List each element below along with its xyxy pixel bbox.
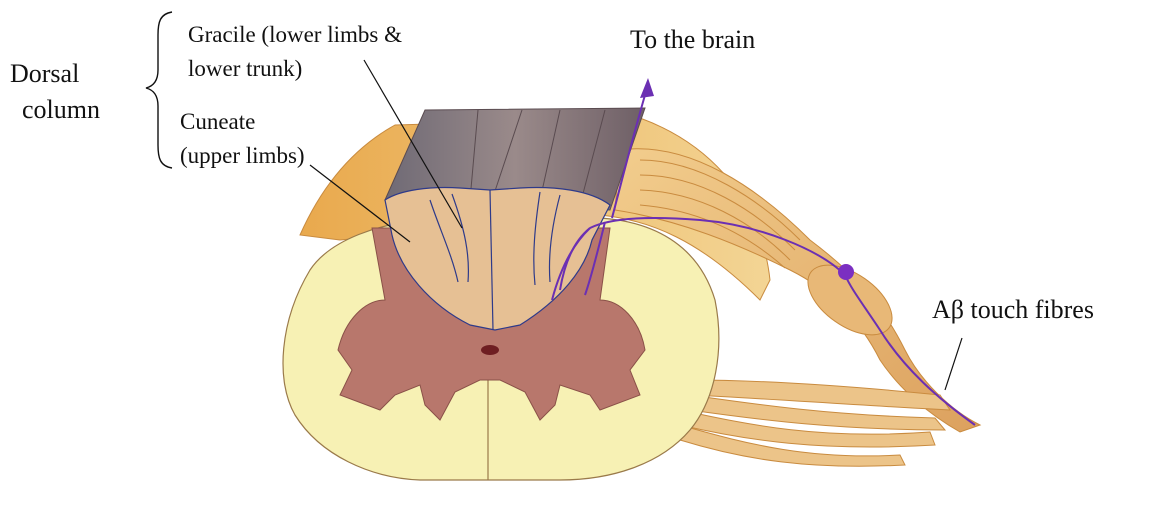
root-fibre-lines bbox=[639, 159, 801, 269]
gracile-label-line2: lower trunk) bbox=[188, 56, 302, 81]
arrow-head-icon bbox=[640, 78, 654, 98]
dorsal-column-brace bbox=[145, 11, 173, 169]
central-canal bbox=[481, 345, 499, 355]
to-the-brain-label: To the brain bbox=[630, 25, 755, 54]
ganglion-cell-body bbox=[838, 264, 854, 280]
cuneate-label-line1: Cuneate bbox=[180, 109, 255, 134]
gracile-label-line1: Gracile (lower limbs & bbox=[188, 22, 402, 47]
ventral-nerve-roots bbox=[679, 379, 951, 467]
dorsal-column-ridges bbox=[469, 109, 606, 206]
touch-fibres-label: Aβ touch fibres bbox=[932, 295, 1094, 324]
dorsal-column-label-line2: column bbox=[22, 95, 100, 124]
tract-boundaries bbox=[429, 189, 561, 331]
cuneate-label-line2: (upper limbs) bbox=[180, 143, 305, 168]
dorsal-column-label-line1: Dorsal bbox=[10, 59, 79, 88]
leader-lines bbox=[309, 59, 963, 391]
